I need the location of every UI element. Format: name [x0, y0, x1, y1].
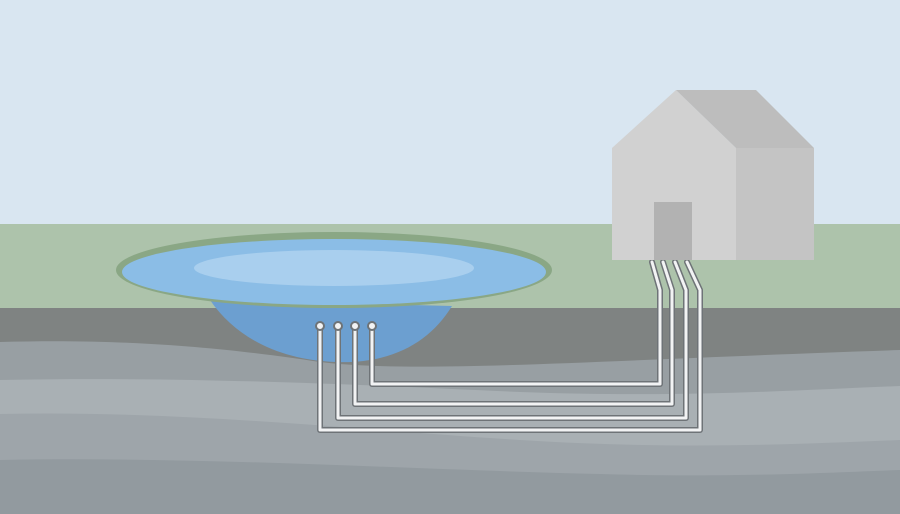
pipe-inlet-2: [333, 321, 343, 331]
pond-basin: [210, 300, 452, 363]
soil-layer-4: [0, 459, 900, 514]
pipe-inlet-4: [367, 321, 377, 331]
pipe-loop-3: [353, 260, 674, 406]
house-side-wall: [736, 148, 814, 260]
pipe-inlet-3: [350, 321, 360, 331]
house-roof-side: [676, 90, 814, 148]
house-front-wall: [612, 90, 736, 260]
pipe-loop-2: [336, 260, 688, 420]
pipe-loop-4: [370, 260, 662, 386]
house-door: [654, 202, 692, 260]
pipe-loop-1: [318, 260, 702, 432]
pipe-inlet-1: [315, 321, 325, 331]
house: [612, 90, 814, 260]
pipe-loops: [315, 259, 703, 433]
pond-highlight: [194, 250, 474, 286]
